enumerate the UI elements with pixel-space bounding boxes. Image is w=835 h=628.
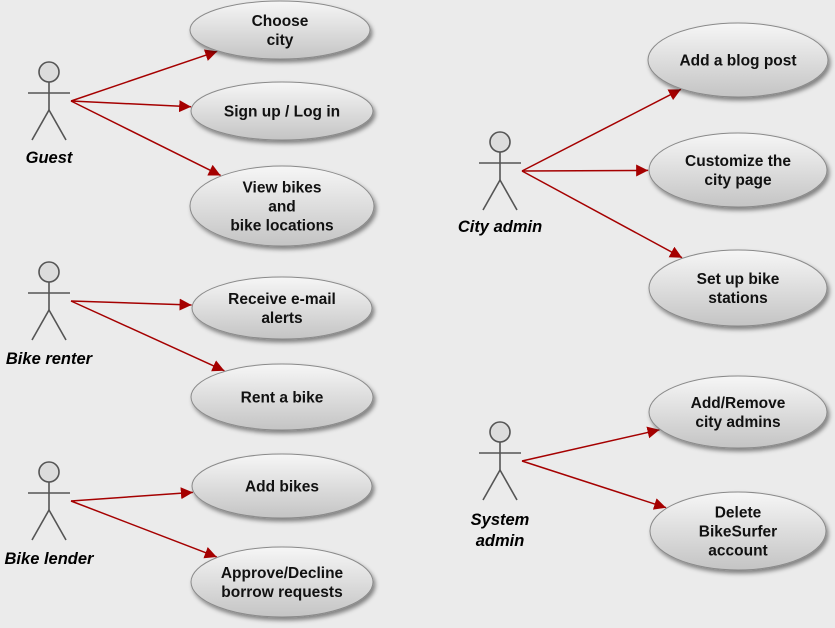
use-case-label: city page (704, 172, 772, 189)
use-case-ellipse[interactable] (648, 375, 828, 449)
use-case-choose-city[interactable]: Choose city (189, 0, 371, 60)
use-case-label: account (708, 543, 767, 560)
association-arrow-guest-to-view-bikes (70, 100, 221, 177)
association-arrow-city-admin-to-customize-city-page (521, 164, 649, 177)
actor-label: City admin (458, 218, 542, 236)
use-case-ellipse[interactable] (189, 165, 375, 247)
use-case-label: Customize the (685, 153, 791, 170)
actor-right-leg (499, 469, 518, 501)
association-arrow-bike-renter-to-rent-a-bike (70, 300, 225, 372)
association-arrow-bike-lender-to-approve-decline (70, 500, 218, 559)
actor-right-leg (499, 179, 518, 211)
use-case-set-up-bike-stations[interactable]: Set up bike stations (648, 249, 828, 327)
association-arrow-bike-renter-to-receive-email-alerts (70, 298, 192, 311)
actor-right-leg (48, 309, 67, 341)
actor-city-admin: City admin (458, 131, 542, 236)
actor-bike-lender: Bike lender (5, 461, 96, 568)
actor-label: System (471, 511, 530, 529)
use-case-label: city (267, 32, 294, 49)
use-case-label: Rent a bike (241, 390, 324, 407)
use-case-label: Delete (715, 505, 762, 522)
use-case-label: Choose (252, 13, 309, 30)
use-case-view-bikes[interactable]: View bikes and bike locations (189, 165, 375, 247)
use-case-label: Add/Remove (691, 395, 786, 412)
association-arrow-city-admin-to-add-blog-post (521, 88, 682, 172)
use-case-label: Sign up / Log in (224, 104, 340, 121)
association-arrow-system-admin-to-add-remove-city-admins (521, 426, 660, 462)
use-case-rent-a-bike[interactable]: Rent a bike (190, 363, 374, 431)
use-case-customize-city-page[interactable]: Customize the city page (648, 132, 828, 208)
use-case-label: Receive e-mail (228, 291, 336, 308)
use-case-ellipse[interactable] (190, 546, 374, 618)
use-case-receive-email-alerts[interactable]: Receive e-mail alerts (191, 276, 373, 340)
actor-label: Guest (26, 149, 74, 167)
actor-head (38, 61, 60, 83)
use-case-add-bikes[interactable]: Add bikes (191, 453, 373, 519)
use-case-label: Add a blog post (679, 53, 796, 70)
association-arrow-city-admin-to-set-up-bike-stations (521, 170, 683, 259)
actor-label: admin (476, 532, 525, 550)
use-case-ellipse[interactable] (648, 249, 828, 327)
use-case-ellipse[interactable] (191, 276, 373, 340)
use-case-ellipse[interactable] (190, 363, 374, 431)
association-arrow-guest-to-choose-city (70, 49, 218, 102)
association-arrow-bike-lender-to-add-bikes (70, 487, 193, 502)
use-case-ellipse[interactable] (647, 22, 829, 98)
association-arrow-system-admin-to-delete-account (521, 460, 667, 510)
association-arrow-guest-to-sign-up-log-in (70, 100, 192, 113)
actor-label: Bike lender (5, 550, 96, 568)
actor-left-leg (482, 179, 501, 211)
actor-right-leg (48, 109, 67, 141)
actor-left-leg (31, 509, 50, 541)
use-case-label: Approve/Decline (221, 565, 344, 582)
actor-bike-renter: Bike renter (6, 261, 94, 368)
use-case-label: BikeSurfer (699, 524, 777, 541)
use-case-label: Set up bike (697, 271, 780, 288)
actor-left-leg (31, 109, 50, 141)
actor-left-leg (482, 469, 501, 501)
actor-label: Bike renter (6, 350, 94, 368)
actor-head (489, 131, 511, 153)
actor-guest: Guest (26, 61, 74, 167)
actor-head (38, 461, 60, 483)
use-case-approve-decline[interactable]: Approve/Decline borrow requests (190, 546, 374, 618)
use-case-ellipse[interactable] (190, 81, 374, 141)
actor-left-leg (31, 309, 50, 341)
use-case-label: and (268, 199, 296, 216)
use-case-add-blog-post[interactable]: Add a blog post (647, 22, 829, 98)
use-case-label: bike locations (230, 218, 333, 235)
use-case-sign-up-log-in[interactable]: Sign up / Log in (190, 81, 374, 141)
use-case-label: city admins (695, 414, 780, 431)
use-case-label: View bikes (243, 180, 322, 197)
actor-head (38, 261, 60, 283)
use-case-ellipse[interactable] (189, 0, 371, 60)
use-case-ellipse[interactable] (649, 491, 827, 571)
use-case-label: Add bikes (245, 479, 319, 496)
use-case-label: alerts (261, 310, 302, 327)
use-case-label: stations (708, 290, 767, 307)
use-case-label: borrow requests (221, 584, 342, 601)
use-case-add-remove-city-admins[interactable]: Add/Remove city admins (648, 375, 828, 449)
actor-system-admin: System admin (471, 421, 530, 550)
actor-head (489, 421, 511, 443)
use-case-ellipse[interactable] (191, 453, 373, 519)
actor-right-leg (48, 509, 67, 541)
use-case-ellipse[interactable] (648, 132, 828, 208)
